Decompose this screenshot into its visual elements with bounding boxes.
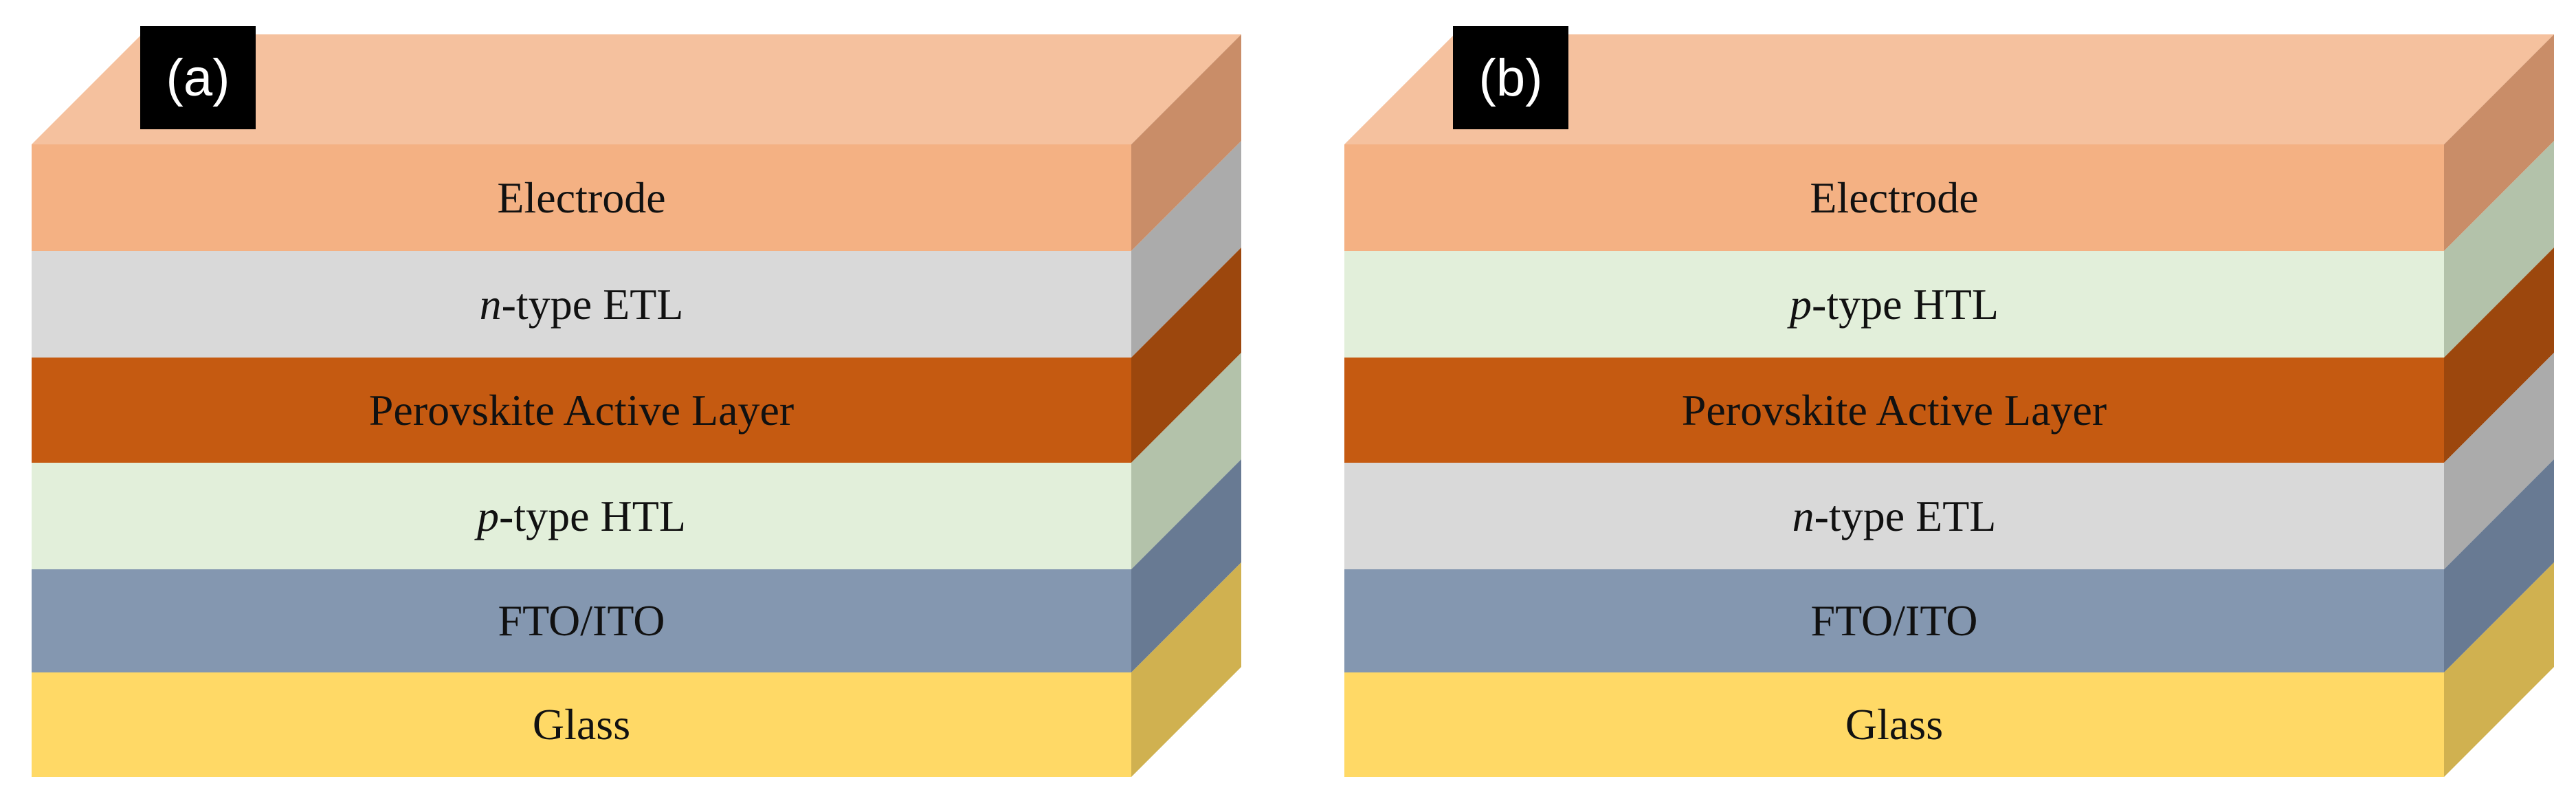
layer-label-text: Glass (1845, 700, 1944, 749)
stack-top-face (32, 34, 1241, 144)
layer-label: Glass (32, 672, 1131, 777)
layer-label: p-type HTL (32, 463, 1131, 569)
layer-label-prefix: n (479, 279, 502, 329)
layer-side-face (1131, 562, 1241, 777)
layer-side-face (2444, 248, 2554, 463)
layer-label-text: Perovskite Active Layer (1681, 385, 2107, 435)
layer-label-prefix: p (477, 491, 500, 540)
layer-label-text: -type ETL (501, 279, 684, 329)
layer-label-text: -type HTL (499, 491, 686, 540)
layer-side-face (1131, 34, 1241, 251)
layer-front-face (1344, 251, 2444, 358)
layer-front-face (32, 251, 1131, 358)
layer-front-face (1344, 463, 2444, 569)
layer-side-face (2444, 353, 2554, 569)
panel-tag: (b) (1453, 26, 1568, 129)
layer-label-text: FTO/ITO (498, 596, 665, 645)
panel-a: Electrode n-type ETL Perovskite Active Lay… (32, 26, 1241, 777)
layer-side-face (2444, 562, 2554, 777)
layer-front-face (1344, 569, 2444, 672)
layer-side-face (1131, 141, 1241, 358)
layer-label: Glass (1344, 672, 2444, 777)
panel-tag: (a) (140, 26, 256, 129)
layer-label-prefix: n (1792, 491, 1814, 540)
layer-label-prefix: p (1790, 279, 1812, 329)
layer-label: Perovskite Active Layer (32, 358, 1131, 463)
layer-label-text: Perovskite Active Layer (368, 385, 795, 435)
layer-stack-svg (1344, 34, 2554, 777)
layer-side-face (1131, 459, 1241, 672)
layer-stack-svg (32, 34, 1241, 777)
layer-label-text: Glass (532, 700, 631, 749)
layer-side-face (1131, 353, 1241, 569)
layer-side-face (2444, 141, 2554, 358)
layer-label-text: Electrode (497, 173, 666, 222)
layer-label: n-type ETL (1344, 463, 2444, 569)
panel-b: Electrode p-type HTL Perovskite Active Lay… (1313, 0, 2576, 801)
layer-label: p-type HTL (1344, 251, 2444, 358)
layer-front-face (1344, 358, 2444, 463)
layer-front-face (32, 144, 1131, 251)
layer-label: Perovskite Active Layer (1344, 358, 2444, 463)
layer-front-face (32, 569, 1131, 672)
stack-top-face (1344, 34, 2554, 144)
layer-label-text: -type ETL (1814, 491, 1997, 540)
layer-label: FTO/ITO (1344, 569, 2444, 672)
layer-label: Electrode (1344, 144, 2444, 251)
layer-front-face (32, 463, 1131, 569)
layer-label: Electrode (32, 144, 1131, 251)
layer-front-face (32, 358, 1131, 463)
layer-label: n-type ETL (32, 251, 1131, 358)
layer-front-face (32, 672, 1131, 777)
layer-side-face (1131, 248, 1241, 463)
layer-label: FTO/ITO (32, 569, 1131, 672)
layer-side-face (2444, 34, 2554, 251)
layer-front-face (1344, 672, 2444, 777)
layer-side-face (2444, 459, 2554, 672)
layer-label-text: Electrode (1810, 173, 1979, 222)
layer-label-text: -type HTL (1812, 279, 1999, 329)
layer-front-face (1344, 144, 2444, 251)
layer-label-text: FTO/ITO (1810, 596, 1978, 645)
